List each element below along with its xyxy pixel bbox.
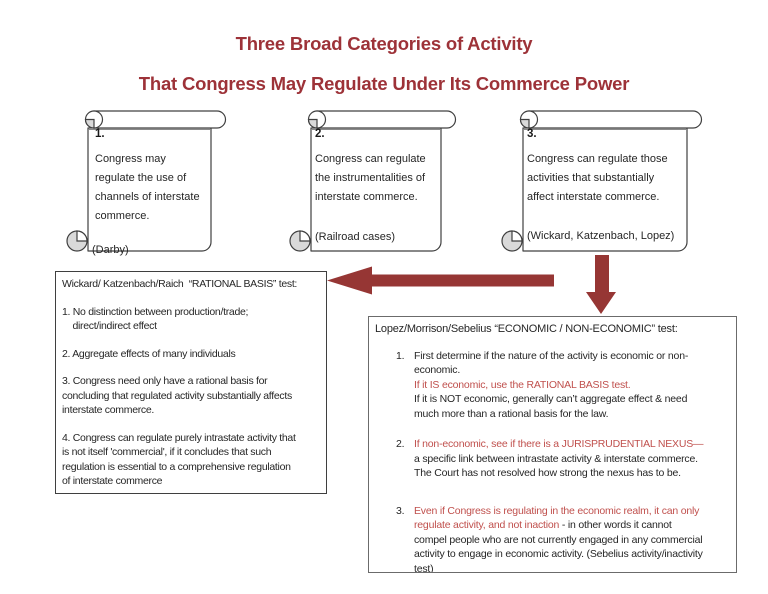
item-text: If non-economic, see if there is a JURIS… <box>414 437 726 481</box>
rational-basis-item-3: 3. Congress need only have a rational ba… <box>62 375 292 416</box>
emphasis-red-text: Even if Congress is regulating in the ec… <box>414 504 700 532</box>
body-text: If it is NOT economic, generally can’t a… <box>414 393 688 420</box>
arrow-left-icon <box>327 266 554 295</box>
rational-basis-test-box: Wickard/ Katzenbach/Raich “RATIONAL BASI… <box>55 271 327 494</box>
item-number: 1. <box>396 349 405 362</box>
item-text: First determine if the nature of the act… <box>414 349 726 422</box>
item-number: 2. <box>396 438 405 450</box>
scroll-2-text: Congress can regulate the instrumentalit… <box>315 153 426 203</box>
economic-test-item-3: 3. Even if Congress is regulating in the … <box>375 504 730 573</box>
rational-basis-item-4: 4. Congress can regulate purely intrasta… <box>62 431 296 488</box>
economic-test-item-2: 2. If non-economic, see if there is a JUR… <box>375 437 730 481</box>
body-text: First determine if the nature of the act… <box>414 349 689 377</box>
economic-test-items: 1. First determine if the nature of the a… <box>375 349 730 573</box>
body-text: - in other words it cannot compel people… <box>414 519 703 573</box>
page-title-line2: That Congress May Regulate Under Its Com… <box>138 73 630 94</box>
rational-basis-test-items: 1. No distinction between production/tra… <box>62 305 320 489</box>
scroll-3-case-label: (Wickard, Katzenbach, Lopez) <box>527 230 675 242</box>
economic-test-item-1: 1. First determine if the nature of the a… <box>375 349 730 422</box>
rational-basis-test-header: Wickard/ Katzenbach/Raich “RATIONAL BASI… <box>62 278 298 290</box>
scroll-shape-3 <box>501 110 703 252</box>
rational-basis-item-1: 1. No distinction between production/tra… <box>62 305 249 333</box>
scroll-3-text: Congress can regulate those activities t… <box>527 153 668 203</box>
scroll-2-number: 2. <box>315 128 325 140</box>
emphasis-red-text: If it IS economic, use the RATIONAL BASI… <box>414 378 631 391</box>
scroll-3-number: 3. <box>527 128 537 140</box>
body-text: a specific link between intrastate activ… <box>414 452 698 480</box>
economic-test-box: Lopez/Morrison/Sebelius “ECONOMIC / NON-… <box>368 316 737 573</box>
rational-basis-item-2: 2. Aggregate effects of many individuals <box>62 347 236 360</box>
scroll-shape-1 <box>66 110 227 252</box>
emphasis-red-text: If non-economic, see if there is a JURIS… <box>414 438 704 450</box>
economic-test-header: Lopez/Morrison/Sebelius “ECONOMIC / NON-… <box>375 323 678 335</box>
arrow-down-icon <box>586 255 616 314</box>
scroll-1-text: Congress may regulate the use of channel… <box>95 153 200 222</box>
scroll-1-case-label: (Darby) <box>92 244 129 256</box>
scroll-1-number: 1. <box>95 128 105 140</box>
page-title-line1: Three Broad Categories of Activity <box>235 33 533 54</box>
scroll-2-case-label: (Railroad cases) <box>315 231 396 243</box>
item-text: Even if Congress is regulating in the ec… <box>414 504 726 573</box>
item-number: 3. <box>396 504 405 517</box>
scroll-shape-2 <box>289 110 457 252</box>
